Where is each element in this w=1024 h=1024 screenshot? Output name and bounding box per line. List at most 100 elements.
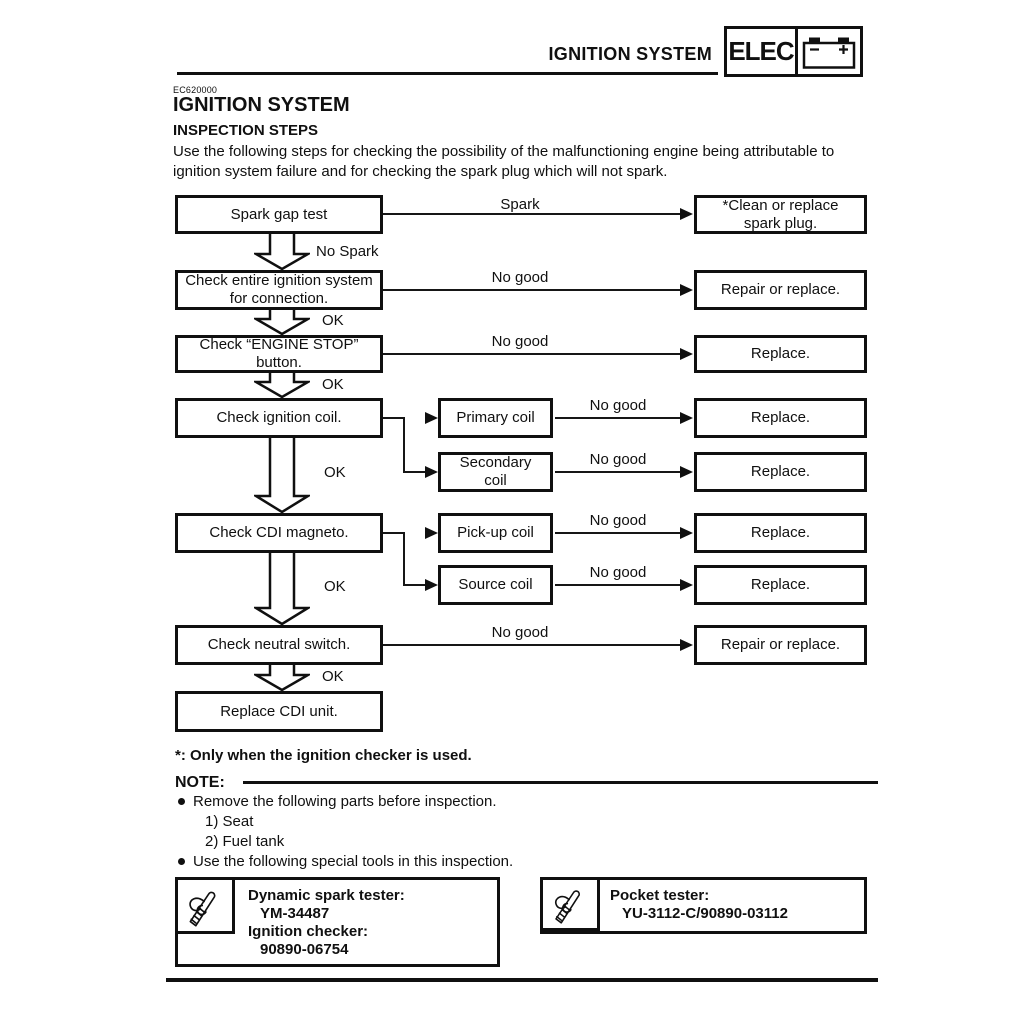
flow-step-check-ignition-coil: Check ignition coil. [175,398,383,438]
arrowhead-icon [680,284,693,296]
flow-label-ok: OK [322,668,344,685]
flow-result-repair-or-replace-2: Repair or replace. [694,625,867,665]
connector-line [555,417,680,419]
arrowhead-icon [425,527,438,539]
branch-line [403,532,405,586]
connector-line [555,584,680,586]
connector-line [555,471,680,473]
flow-step-spark-gap-test: Spark gap test [175,195,383,234]
flow-label-no-good: No good [589,451,647,468]
flow-check-secondary-coil: Secondary coil [438,452,553,492]
flow-label-no-good: No good [589,512,647,529]
tool-line: YM-34487 [260,905,330,922]
flow-check-source-coil: Source coil [438,565,553,605]
note-bullet-1-text: Remove the following parts before inspec… [193,793,497,810]
note-bullet-2-text: Use the following special tools in this … [193,853,514,870]
branch-line [383,417,405,419]
down-arrow-icon [254,373,310,398]
note-item-2: 2) Fuel tank [205,833,285,850]
intro-line-1: Use the following steps for checking the… [173,143,835,160]
subsection-title: INSPECTION STEPS [173,122,319,139]
flow-label-ok: OK [324,464,346,481]
flow-step-check-cdi-magneto: Check CDI magneto. [175,513,383,553]
connector-line [383,644,680,646]
tool-line: Ignition checker: [248,923,369,940]
flow-label-spark: Spark [500,196,540,213]
arrowhead-icon [680,412,693,424]
flow-result-replace-2: Replace. [694,398,867,438]
note-item-1: 1) Seat [205,813,254,830]
section-title: IGNITION SYSTEM [173,94,350,116]
tool-line: 90890-06754 [260,941,349,958]
arrowhead-icon [680,466,693,478]
chapter-badge-label: ELEC [727,29,798,74]
header-rule [177,72,718,75]
arrowhead-icon [680,208,693,220]
flow-step-check-engine-stop: Check “ENGINE STOP” button. [175,335,383,373]
arrowhead-icon [425,579,438,591]
bullet-icon [178,858,185,865]
flow-result-replace-4: Replace. [694,513,867,553]
flow-label-ok: OK [324,578,346,595]
branch-line [403,471,426,473]
battery-icon [798,29,860,74]
tool-icon [178,880,235,934]
connector-line [383,353,680,355]
connector-line [555,532,680,534]
flow-step-check-connection: Check entire ignition system for connect… [175,270,383,310]
flow-label-no-good: No good [491,333,549,350]
down-arrow-icon [254,438,310,513]
connector-line [383,289,680,291]
flow-label-no-spark: No Spark [316,243,379,260]
down-arrow-icon [254,665,310,691]
note-bullet-2: Use the following special tools in this … [178,853,513,870]
flow-step-check-neutral-switch: Check neutral switch. [175,625,383,665]
tool-line: Pocket tester: [610,887,710,904]
section-code: EC620000 [173,85,218,95]
flow-result-repair-or-replace-1: Repair or replace. [694,270,867,310]
tool-text-pocket: Pocket tester: YU-3112-C/90890-03112 [610,887,788,923]
asterisk-footnote: *: Only when the ignition checker is use… [175,747,472,764]
page-header-title: IGNITION SYSTEM [548,44,712,64]
bullet-icon [178,798,185,805]
arrowhead-icon [680,348,693,360]
tool-box-dynamic-spark-tester: Dynamic spark tester: YM-34487 Ignition … [175,877,500,967]
flow-label-ok: OK [322,312,344,329]
flow-result-replace-1: Replace. [694,335,867,373]
arrowhead-icon [680,579,693,591]
arrowhead-icon [680,639,693,651]
note-rule [243,781,878,784]
flow-check-primary-coil: Primary coil [438,398,553,438]
intro-line-2: ignition system failure and for checking… [173,163,668,180]
flow-result-replace-3: Replace. [694,452,867,492]
arrowhead-icon [680,527,693,539]
branch-line [403,417,405,473]
connector-line [383,213,680,215]
flow-label-no-good: No good [589,564,647,581]
chapter-badge: ELEC [724,26,863,77]
flow-label-no-good: No good [491,269,549,286]
flow-result-clean-or-replace-plug: *Clean or replace spark plug. [694,195,867,234]
tool-icon [543,880,600,931]
tool-text-dynamic: Dynamic spark tester: YM-34487 Ignition … [248,887,405,959]
flow-result-replace-5: Replace. [694,565,867,605]
down-arrow-icon [254,310,310,335]
flow-label-no-good: No good [589,397,647,414]
down-arrow-icon [254,234,310,270]
page-bottom-rule [166,978,878,982]
down-arrow-icon [254,553,310,625]
flow-label-ok: OK [322,376,344,393]
arrowhead-icon [425,412,438,424]
flow-label-no-good: No good [491,624,549,641]
branch-line [383,532,405,534]
tool-line: YU-3112-C/90890-03112 [622,905,788,922]
note-bullet-1: Remove the following parts before inspec… [178,793,497,810]
tool-line: Dynamic spark tester: [248,887,405,904]
intro-paragraph: Use the following steps for checking the… [173,142,834,182]
tool-box-pocket-tester: Pocket tester: YU-3112-C/90890-03112 [540,877,867,934]
flow-step-replace-cdi-unit: Replace CDI unit. [175,691,383,732]
branch-line [403,584,426,586]
arrowhead-icon [425,466,438,478]
note-label: NOTE: [175,774,225,791]
